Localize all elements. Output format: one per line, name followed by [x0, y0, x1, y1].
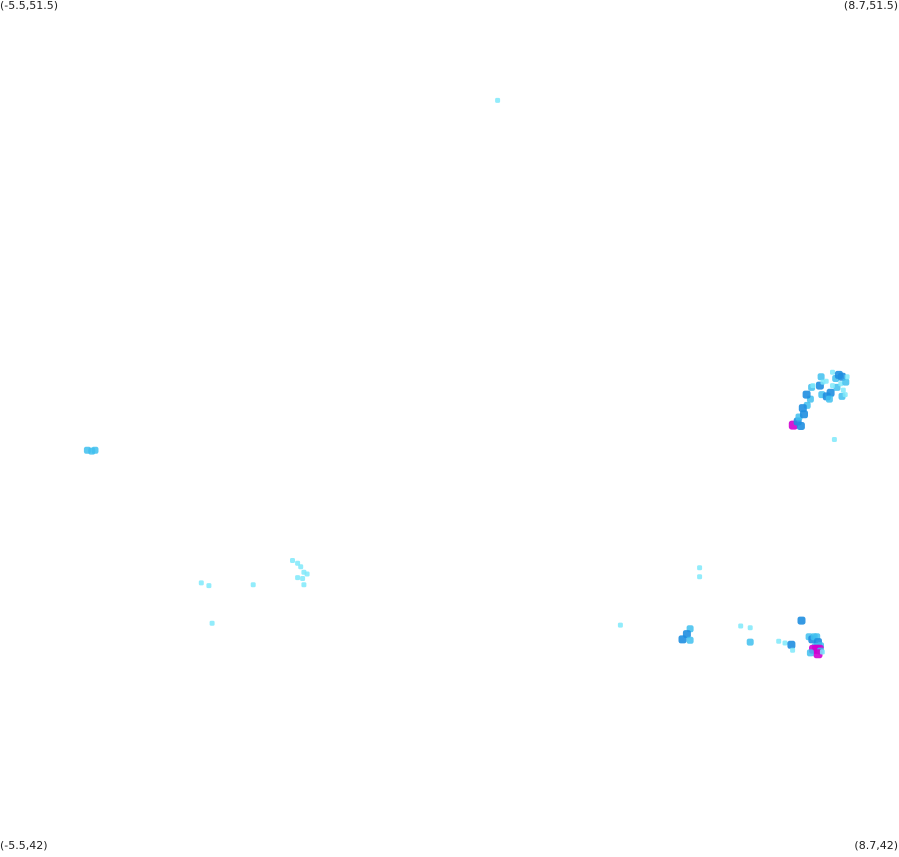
corner-label-top-left: (-5.5,51.5) — [0, 0, 59, 12]
map-point-high[interactable] — [802, 390, 811, 399]
corner-label-top-right: (8.7,51.5) — [843, 0, 898, 12]
map-point-low[interactable] — [300, 576, 306, 581]
map-point-low[interactable] — [844, 374, 850, 380]
map-point-medium[interactable] — [817, 373, 825, 381]
map-point-low[interactable] — [830, 369, 835, 375]
map-point-low[interactable] — [697, 574, 703, 580]
map-point-low[interactable] — [782, 640, 788, 646]
map-point-low[interactable] — [831, 437, 837, 442]
map-point-low[interactable] — [838, 381, 844, 387]
map-point-low[interactable] — [747, 625, 753, 631]
map-point-high[interactable] — [787, 640, 796, 649]
map-point-medium[interactable] — [746, 638, 754, 646]
map-point-low[interactable] — [823, 378, 829, 384]
map-point-high[interactable] — [800, 410, 808, 419]
map-point-low[interactable] — [738, 623, 744, 629]
map-point-medium[interactable] — [806, 649, 814, 657]
map-point-low[interactable] — [301, 582, 307, 588]
map-point-low[interactable] — [298, 564, 304, 570]
corner-label-bottom-left: (-5.5,42) — [0, 839, 48, 852]
corner-label-bottom-right: (8.7,42) — [854, 839, 898, 852]
map-point-medium[interactable] — [686, 636, 694, 644]
map-point-low[interactable] — [209, 620, 215, 626]
map-point-low[interactable] — [830, 383, 835, 389]
map-point-low[interactable] — [250, 582, 256, 588]
map-point-high[interactable] — [797, 616, 806, 625]
map-point-medium[interactable] — [842, 378, 850, 386]
map-point-low[interactable] — [810, 383, 816, 389]
map-point-low[interactable] — [206, 583, 212, 589]
map-point-high[interactable] — [678, 635, 687, 644]
map-point-medium[interactable] — [825, 395, 833, 403]
map-point-low[interactable] — [198, 580, 204, 586]
map-point-high[interactable] — [798, 404, 807, 413]
map-point-low[interactable] — [840, 387, 846, 393]
points-layer — [83, 97, 850, 659]
map-point-low[interactable] — [617, 622, 623, 628]
map-point-low[interactable] — [295, 575, 301, 581]
map-point-low[interactable] — [776, 638, 782, 644]
map-point-low[interactable] — [495, 97, 501, 103]
map-point-low[interactable] — [295, 560, 301, 566]
map-point-low[interactable] — [790, 647, 796, 653]
map-point-low[interactable] — [842, 392, 848, 398]
map-point-low[interactable] — [697, 565, 703, 571]
map-point-medium[interactable] — [91, 446, 99, 454]
map-point-low[interactable] — [304, 571, 310, 577]
map-point-low[interactable] — [290, 558, 295, 563]
map-point-low[interactable] — [819, 649, 825, 655]
map-point-high[interactable] — [796, 422, 805, 430]
